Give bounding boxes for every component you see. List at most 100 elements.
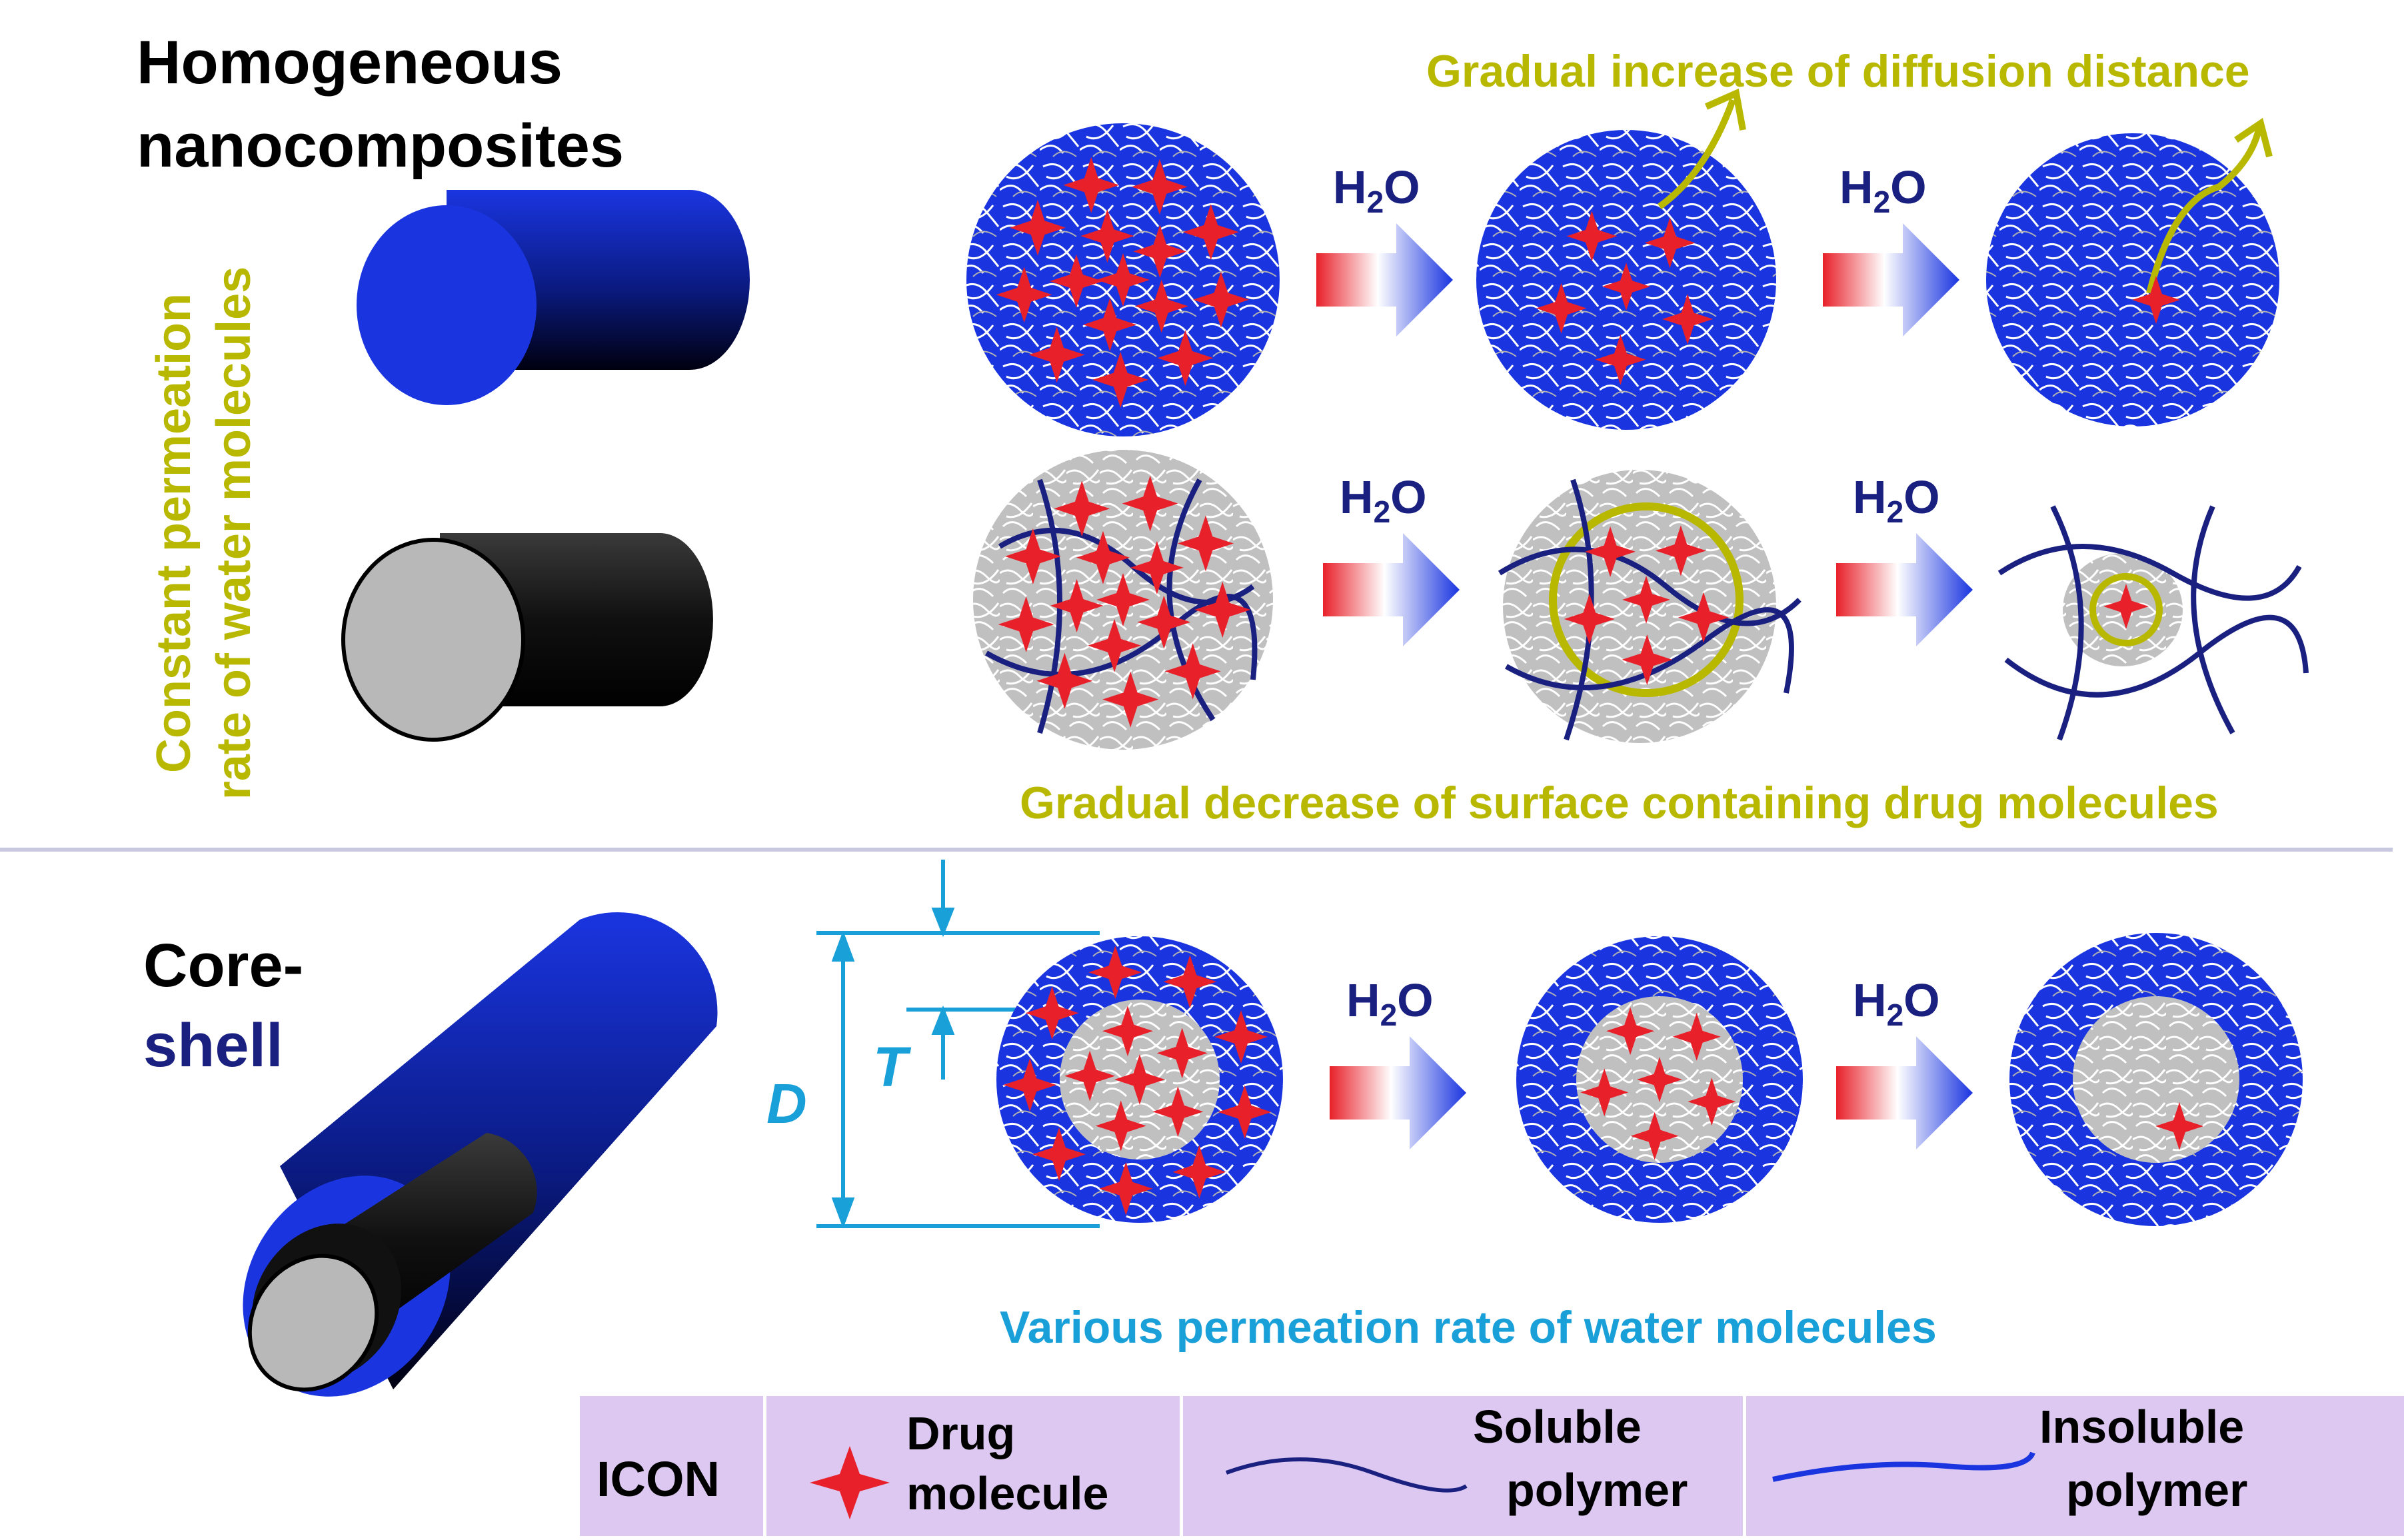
drug-molecule-star [1662,293,1714,345]
drug-molecule-star [1622,634,1673,685]
drug-molecule-star [2103,584,2149,629]
drug-molecule-star [1566,211,1618,262]
sphere-row2-stage2 [1498,470,1802,743]
surface-decrease-caption: Gradual decrease of surface containing d… [1020,778,2219,828]
drug-molecule-star [1036,652,1093,709]
h2o-arrow: H2O [1836,974,1973,1150]
drug-molecule-star [1092,352,1149,408]
diffusion-distance-caption: Gradual increase of diffusion distance [1426,46,2250,97]
drug-molecule-star [1214,1010,1268,1064]
h2o-label: H2O [1853,974,1940,1032]
drug-molecule-star [1099,1161,1153,1215]
drug-molecule-star [1585,526,1636,577]
drug-molecule-star [1032,1128,1086,1181]
drug-molecule-star [1182,204,1239,261]
drug-molecule-star [1133,225,1187,279]
drug-molecule-star [1096,253,1150,307]
sphere-row1-stage3 [1986,133,2279,426]
drug-molecule-star [2132,276,2180,324]
diffusion-arrow-1 [1658,88,1746,210]
h2o-label: H2O [1853,471,1940,529]
drug-molecule-star [1131,159,1188,215]
dimension-T-label: T [873,1036,912,1098]
drug-molecule-star [1004,528,1061,584]
drug-molecule-star [1644,217,1696,269]
drug-molecule-star [1602,263,1650,311]
h2o-arrow: H2O [1316,161,1453,337]
drug-molecule-star [1536,283,1587,334]
dimension-D-label: D [766,1072,807,1135]
legend-soluble-label-line2: polymer [1506,1464,1688,1516]
h2o-label: H2O [1333,161,1420,219]
legend-soluble-cell [1183,1396,1743,1536]
drug-molecule-star [1134,279,1188,333]
drug-molecule-star [1095,1100,1146,1152]
legend: ICON Drug molecule Soluble polymer Insol… [580,1396,2404,1536]
h2o-label: H2O [1340,471,1427,529]
drug-molecule-star [1050,579,1104,632]
legend-insoluble-label-line2: polymer [2066,1464,2247,1516]
drug-molecule-star [1218,1085,1272,1139]
legend-icon-cell [580,1396,763,1536]
water-arrows-layer: H2O H2O H2O H2O H2O H2O [1316,161,1973,1150]
drug-molecule-star [1088,618,1142,672]
drug-molecule-star [1063,157,1120,213]
sphere-row3-stage3 [2009,933,2303,1226]
blue-homogeneous-rod [357,190,750,405]
drug-molecule-star [1025,986,1079,1040]
diffusion-arrow-2 [2146,117,2273,295]
drug-molecule-star [1606,1007,1655,1056]
core-shell-title-line1: Core- [143,932,303,1000]
drug-molecule-star [1178,515,1234,572]
drug-molecule-star [1172,1145,1226,1199]
h2o-arrow: H2O [1323,471,1460,646]
drug-molecule-star [1137,595,1191,649]
legend-icon-label: ICON [597,1451,720,1507]
homogeneous-title-line1: Homogeneous [137,29,563,97]
drug-molecule-star [1678,592,1729,643]
drug-molecule-star [1152,1086,1204,1138]
drug-molecule-star [1193,271,1249,328]
drug-molecule-star [1163,955,1217,1009]
drug-molecule-star [1580,1068,1629,1117]
core-shell-rod [243,912,718,1397]
h2o-arrow: H2O [1823,161,1959,337]
dimension-markers [816,860,1100,1229]
drug-molecule-star [1064,1050,1116,1102]
drug-molecule-star [1130,540,1184,594]
core-shell-title-line2: shell [143,1012,283,1080]
legend-soluble-label-line1: Soluble [1473,1401,1642,1453]
h2o-label: H2O [1839,161,1927,219]
drug-molecule-star [1122,475,1178,532]
legend-drug-cell [766,1396,1180,1536]
h2o-arrow: H2O [1836,471,1973,646]
drug-molecule-star [1028,327,1085,383]
permeation-rate-caption: Various permeation rate of water molecul… [1000,1302,1937,1353]
drug-molecule-star [1102,1006,1153,1057]
drug-molecule-star [1102,671,1159,728]
drug-molecule-star [2155,1102,2203,1150]
drug-molecule-star [998,596,1054,652]
drug-molecule-star [1672,1012,1721,1061]
drug-molecule-star [1080,209,1134,263]
legend-drug-label-line1: Drug [906,1407,1015,1459]
h2o-label: H2O [1346,974,1434,1032]
drug-molecule-star [1157,330,1214,386]
drug-molecule-star [1655,525,1706,576]
drug-molecule-star [1164,643,1221,700]
drug-molecule-star [1096,573,1150,626]
homogeneous-title-line2: nanocomposites [137,112,624,180]
drug-molecule-star [1076,530,1130,584]
drug-molecule-star [1010,199,1066,256]
drug-molecule-star [1083,298,1137,352]
insoluble-polymer-legend-line [1772,1451,2035,1482]
drug-molecule-star [1003,1058,1057,1112]
drug-molecule-star [1194,582,1251,638]
h2o-arrow: H2O [1330,974,1466,1150]
drug-molecule-legend-icon [810,1446,890,1519]
drug-molecule-star [1630,1112,1679,1160]
drug-molecule-star [1595,334,1646,385]
black-homogeneous-rod [341,533,713,742]
drug-molecule-star [1088,946,1142,1000]
